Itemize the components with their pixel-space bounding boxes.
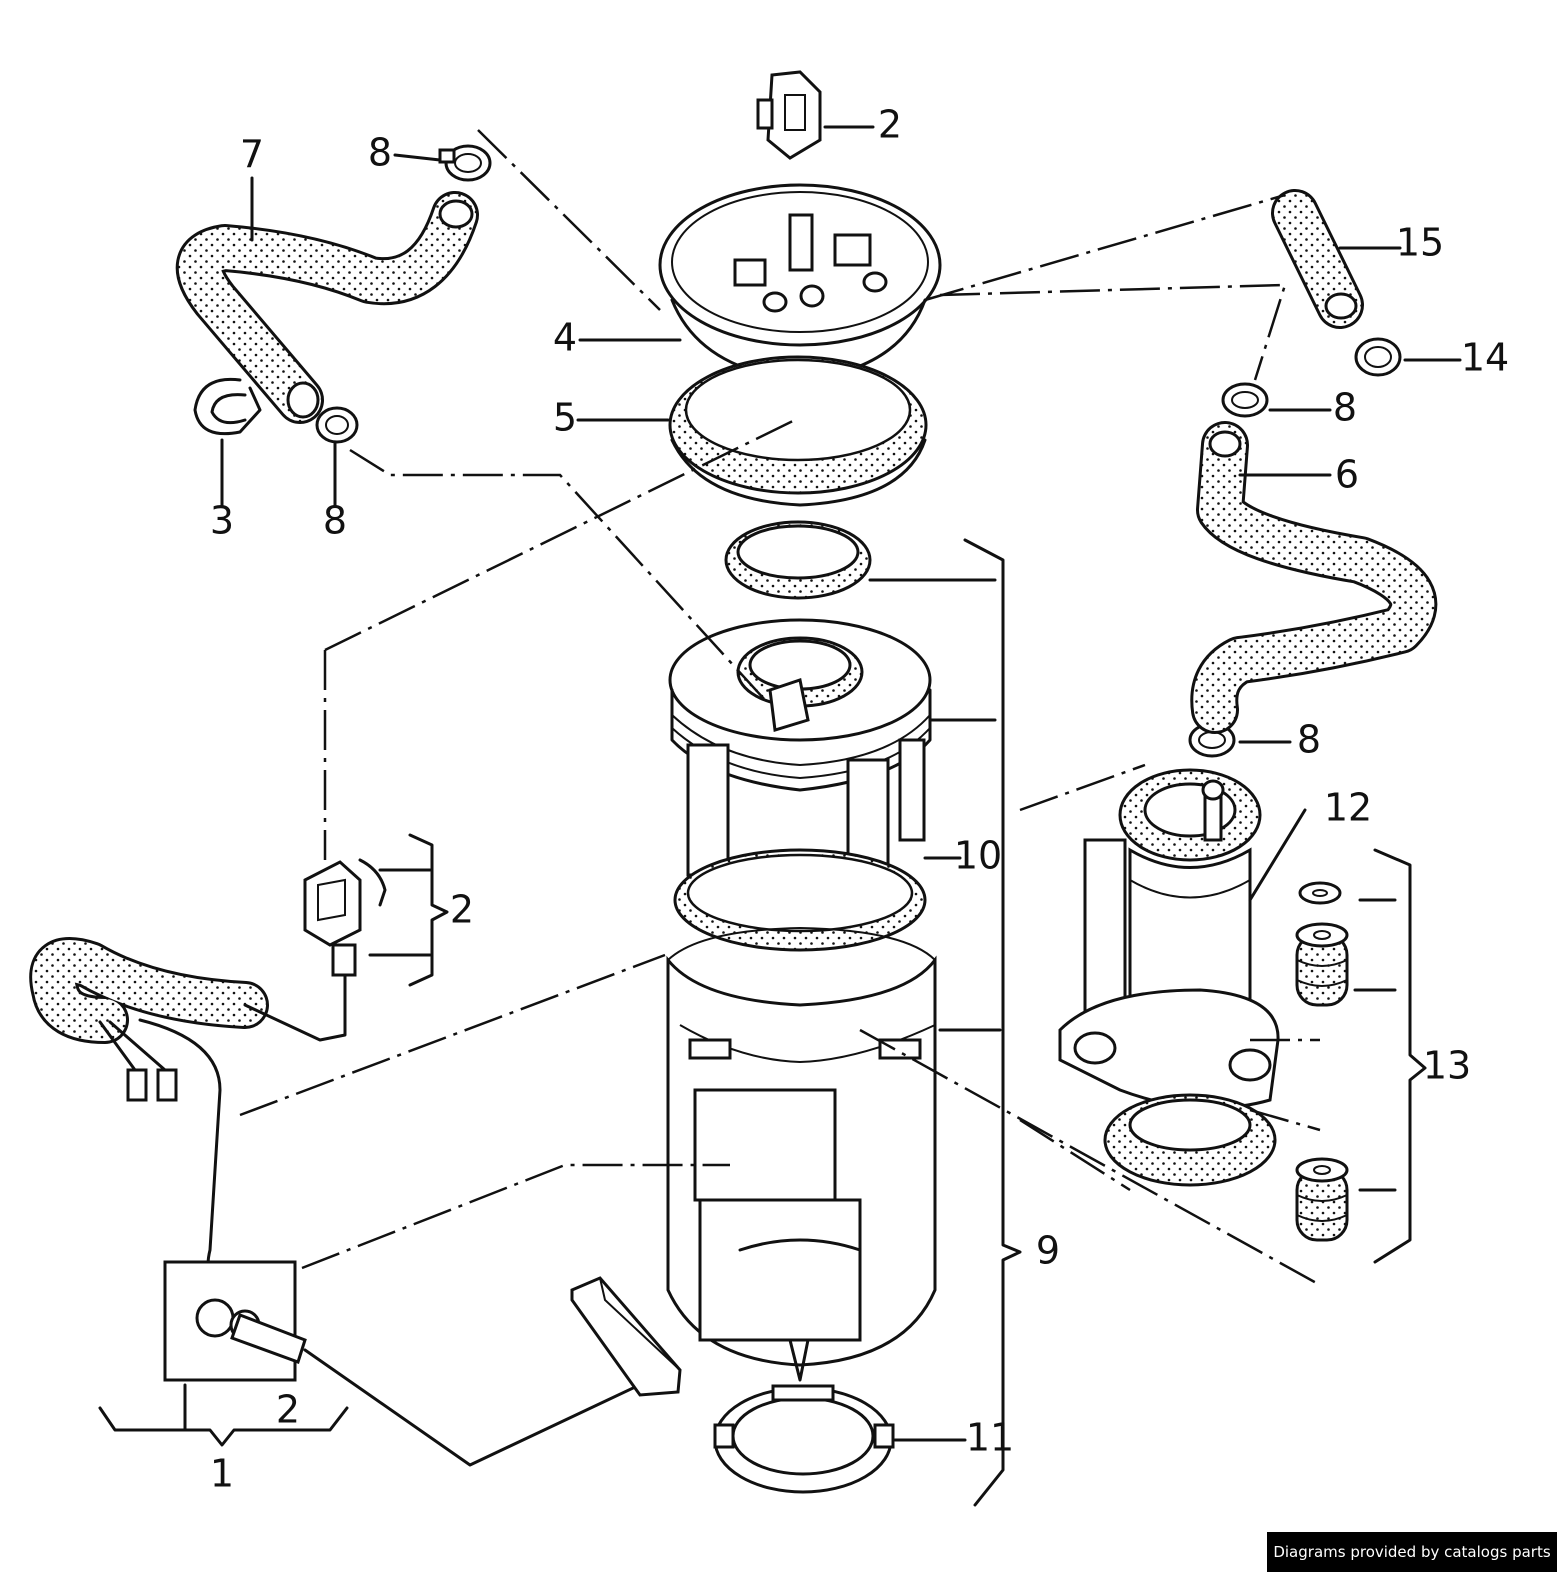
hose-7	[175, 191, 479, 424]
hose-15	[1271, 189, 1364, 329]
reservoir	[666, 926, 937, 1382]
clamp-14	[1354, 337, 1402, 377]
clamp-3	[193, 377, 262, 436]
callout-3: 3	[210, 499, 234, 543]
callout-4: 4	[553, 316, 577, 360]
connector-2-mid	[303, 858, 387, 977]
callout-10: 10	[954, 834, 1002, 878]
assembly-lines	[239, 129, 1321, 1287]
hose-6	[1190, 421, 1438, 734]
flange-4	[658, 183, 942, 431]
callout-2-bottom: 2	[276, 1388, 300, 1432]
callout-9: 9	[1036, 1229, 1060, 1273]
callout-5: 5	[553, 396, 577, 440]
clamp-8-left	[315, 406, 359, 444]
callout-6: 6	[1335, 453, 1359, 497]
callout-13: 13	[1423, 1044, 1471, 1088]
damper-13-lower	[1295, 1157, 1349, 1242]
float	[570, 1276, 682, 1397]
clamp-8-top-left	[438, 144, 492, 182]
leader-lines	[98, 125, 1462, 1507]
lock-ring-11	[713, 1384, 895, 1494]
clamp-8-right-top	[1221, 382, 1269, 418]
callout-2-mid: 2	[450, 888, 474, 932]
callout-8: 8	[1333, 386, 1357, 430]
callout-2-top: 2	[878, 103, 902, 147]
seal-5	[668, 355, 928, 507]
ring-upper	[724, 520, 872, 600]
callout-15: 15	[1396, 221, 1444, 265]
level-sender-2	[163, 1260, 652, 1467]
callout-7: 7	[240, 133, 264, 177]
footer-credit: Diagrams provided by catalogs parts	[1267, 1532, 1557, 1572]
connector-2-top	[756, 70, 822, 160]
callout-12: 12	[1324, 786, 1372, 830]
wiring-harness-1	[29, 937, 347, 1302]
callout-8: 8	[323, 499, 347, 543]
callouts: 2 7 8 15 4 14 5 8 3 8 6 8 12 10 2 13 9 2…	[210, 103, 1509, 1496]
housing-10	[668, 618, 932, 897]
pump-bracket	[1058, 988, 1280, 1187]
callout-8: 8	[1297, 718, 1321, 762]
damper-13-upper	[1295, 922, 1349, 1007]
callout-1: 1	[210, 1452, 234, 1496]
washer-13	[1298, 881, 1342, 905]
callout-8: 8	[368, 131, 392, 175]
seal-ring-10	[673, 848, 927, 952]
callout-11: 11	[966, 1416, 1014, 1460]
callout-14: 14	[1461, 336, 1509, 380]
